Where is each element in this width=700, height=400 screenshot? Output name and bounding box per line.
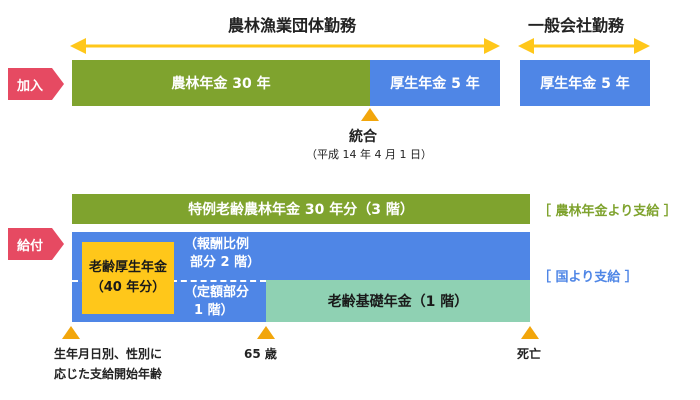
basic-pension-bar: 老齢基礎年金（1 階） bbox=[266, 280, 530, 322]
state-source-label: ［ 国より支給 ］ bbox=[538, 270, 638, 285]
fixed-line1: （定額部分 bbox=[184, 285, 250, 300]
merge-date: （平成 14 年 4 月 1 日） bbox=[306, 148, 432, 161]
age65-marker bbox=[257, 326, 275, 339]
header-right-title: 一般会社勤務 bbox=[528, 16, 625, 35]
fixed-line2: 1 階） bbox=[194, 303, 234, 318]
bar-kousei-5-second: 厚生年金 5 年 bbox=[520, 60, 650, 106]
benefit-tag: 給付 bbox=[8, 228, 64, 260]
start-line1: 生年月日別、性別に bbox=[54, 347, 163, 361]
merge-marker bbox=[361, 108, 379, 121]
remun-line1: （報酬比例 bbox=[184, 237, 250, 252]
header-left-title: 農林漁業団体勤務 bbox=[228, 16, 357, 35]
right-double-arrow bbox=[518, 38, 650, 54]
bar-nouryin-30: 農林年金 30 年 bbox=[72, 60, 370, 106]
remun-line2: 部分 2 階） bbox=[190, 255, 261, 270]
start-age-marker bbox=[62, 326, 80, 339]
fixed-part-label: （定額部分 1 階） bbox=[184, 284, 249, 320]
left-double-arrow bbox=[70, 38, 500, 54]
special-nouryin-bar: 特例老齢農林年金 30 年分（3 階） bbox=[72, 194, 530, 224]
special-source-label: ［ 農林年金より支給 ］ bbox=[538, 204, 677, 219]
merge-label: 統合 bbox=[349, 129, 377, 145]
death-marker bbox=[521, 326, 539, 339]
header-arrows bbox=[70, 38, 650, 54]
bar-kousei-5-first: 厚生年金 5 年 bbox=[370, 60, 500, 106]
enroll-tag: 加入 bbox=[8, 68, 64, 100]
start-line2: 応じた支給開始年齢 bbox=[54, 367, 163, 381]
death-label: 死亡 bbox=[517, 347, 542, 361]
old-age-kousei-box: 老齢厚生年金 （40 年分） bbox=[82, 242, 174, 314]
yellow-line1: 老齢厚生年金 bbox=[88, 260, 167, 275]
yellow-line2: （40 年分） bbox=[90, 280, 166, 295]
start-age-caption: 生年月日別、性別に 応じた支給開始年齢 bbox=[54, 344, 162, 384]
age65-label: 65 歳 bbox=[244, 347, 277, 361]
remuneration-label: （報酬比例 部分 2 階） bbox=[184, 236, 260, 272]
